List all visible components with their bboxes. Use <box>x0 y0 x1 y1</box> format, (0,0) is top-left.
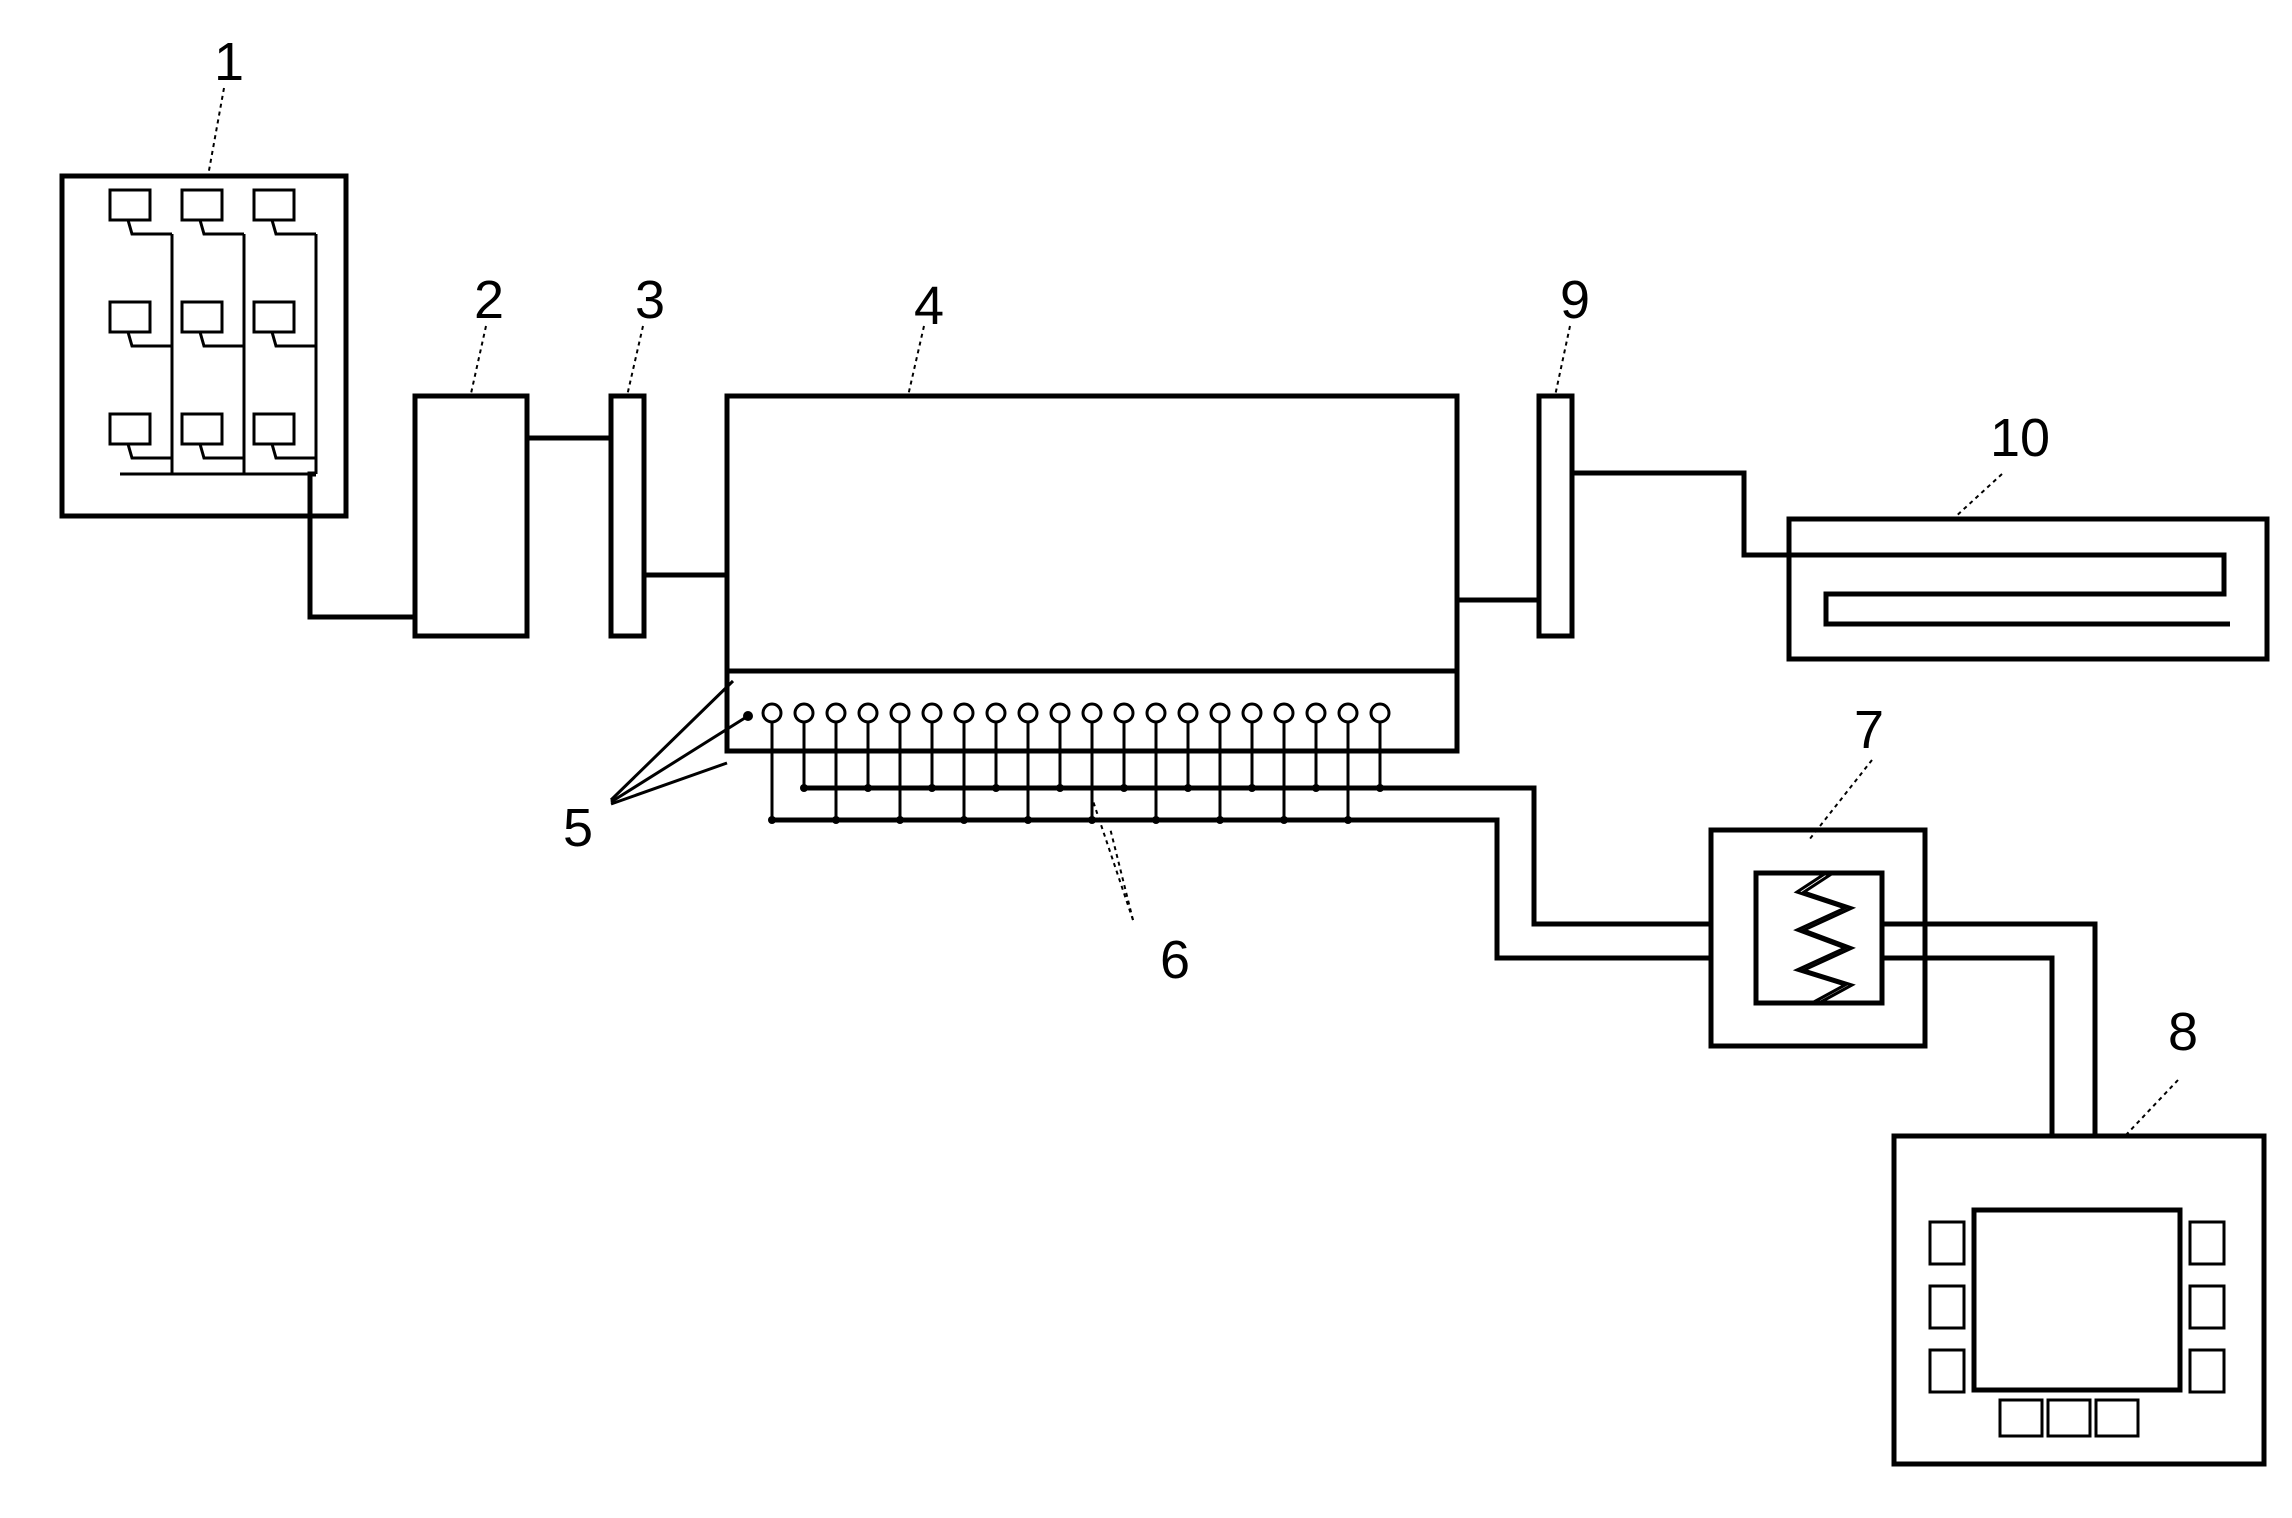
nozzle <box>793 702 815 724</box>
component-9-plate <box>1536 393 1575 639</box>
zigzag-coil <box>1792 871 1850 1005</box>
leader-5c <box>610 761 728 806</box>
label-5: 5 <box>563 798 593 858</box>
line-9-to-10 <box>1572 470 2230 627</box>
unit-wire <box>270 219 316 236</box>
leader-6a <box>1091 797 1134 921</box>
unit-8-right <box>2188 1220 2226 1266</box>
nozzle <box>921 702 943 724</box>
unit-wire <box>126 443 172 460</box>
nozzle <box>1337 702 1359 724</box>
unit-1 <box>252 300 296 334</box>
component-8-station <box>1891 1133 2267 1467</box>
unit-1 <box>180 300 224 334</box>
pipe-6-to-7-upper <box>1408 785 1761 927</box>
nozzle <box>1273 702 1295 724</box>
leader-7 <box>1808 759 1873 841</box>
unit-wire <box>270 443 316 460</box>
nozzle-row <box>743 702 1408 824</box>
label-10: 10 <box>1990 408 2050 468</box>
label-8: 8 <box>2168 1002 2198 1062</box>
leader-9 <box>1554 325 1571 397</box>
unit-wire <box>126 331 172 348</box>
nozzle <box>1305 702 1327 724</box>
label-3: 3 <box>635 270 665 330</box>
unit-wire <box>198 219 244 236</box>
unit-8-left <box>1928 1220 1966 1266</box>
leader-5a <box>609 679 735 802</box>
line-1-to-2 <box>307 512 415 620</box>
nozzle <box>761 702 783 724</box>
component-4-chamber <box>724 393 1460 674</box>
unit-8-bottom <box>2094 1398 2140 1438</box>
nozzle <box>1113 702 1135 724</box>
component-1-panel <box>59 173 349 519</box>
nozzle <box>1049 702 1071 724</box>
nozzle <box>985 702 1007 724</box>
unit-8-bottom <box>1998 1398 2044 1438</box>
component-2-box <box>412 393 530 639</box>
unit-1 <box>252 412 296 446</box>
leader-2 <box>469 325 487 399</box>
nozzle <box>1081 702 1103 724</box>
unit-wire <box>126 219 172 236</box>
nozzle <box>1145 702 1167 724</box>
unit-1 <box>252 188 296 222</box>
leader-4 <box>907 325 925 397</box>
label-7: 7 <box>1854 700 1884 760</box>
nozzle <box>1369 702 1391 724</box>
nozzle <box>825 702 847 724</box>
nozzle <box>1209 702 1231 724</box>
label-4: 4 <box>914 276 944 336</box>
unit-1 <box>108 300 152 334</box>
leader-1 <box>207 87 225 177</box>
nozzle <box>953 702 975 724</box>
nozzle <box>1017 702 1039 724</box>
unit-wire <box>270 331 316 348</box>
component-7-heat-exchanger <box>1708 827 1928 1049</box>
pipe-6-to-7-lower <box>1408 817 1761 961</box>
label-6: 6 <box>1160 930 1190 990</box>
unit-1 <box>108 188 152 222</box>
unit-group-8 <box>1928 1220 2226 1438</box>
leader-8 <box>2124 1079 2179 1137</box>
unit-8-left <box>1928 1348 1966 1394</box>
unit-8-right <box>2188 1284 2226 1330</box>
unit-wire <box>198 443 244 460</box>
pipe-7-to-8-upper <box>1882 921 2098 1210</box>
label-9: 9 <box>1560 270 1590 330</box>
bus-wire <box>307 471 316 512</box>
unit-1 <box>180 188 224 222</box>
label-1: 1 <box>214 32 244 92</box>
unit-8-left <box>1928 1284 1966 1330</box>
nozzle <box>857 702 879 724</box>
nozzle <box>1241 702 1263 724</box>
leader-6b <box>1109 827 1134 921</box>
unit-8-bottom <box>2046 1398 2092 1438</box>
unit-grid-1 <box>108 188 318 512</box>
nozzle <box>889 702 911 724</box>
pipe-7-to-8-lower <box>1882 955 2055 1210</box>
unit-8-right <box>2188 1348 2226 1394</box>
leader-3 <box>626 325 644 397</box>
leader-10 <box>1952 473 2003 520</box>
unit-1 <box>180 412 224 446</box>
label-2: 2 <box>474 270 504 330</box>
component-3-plate <box>608 393 647 639</box>
component-10-coil-box <box>1786 516 2270 662</box>
unit-wire <box>198 331 244 348</box>
nozzle <box>1177 702 1199 724</box>
leader-5b <box>610 714 749 804</box>
unit-1 <box>108 412 152 446</box>
